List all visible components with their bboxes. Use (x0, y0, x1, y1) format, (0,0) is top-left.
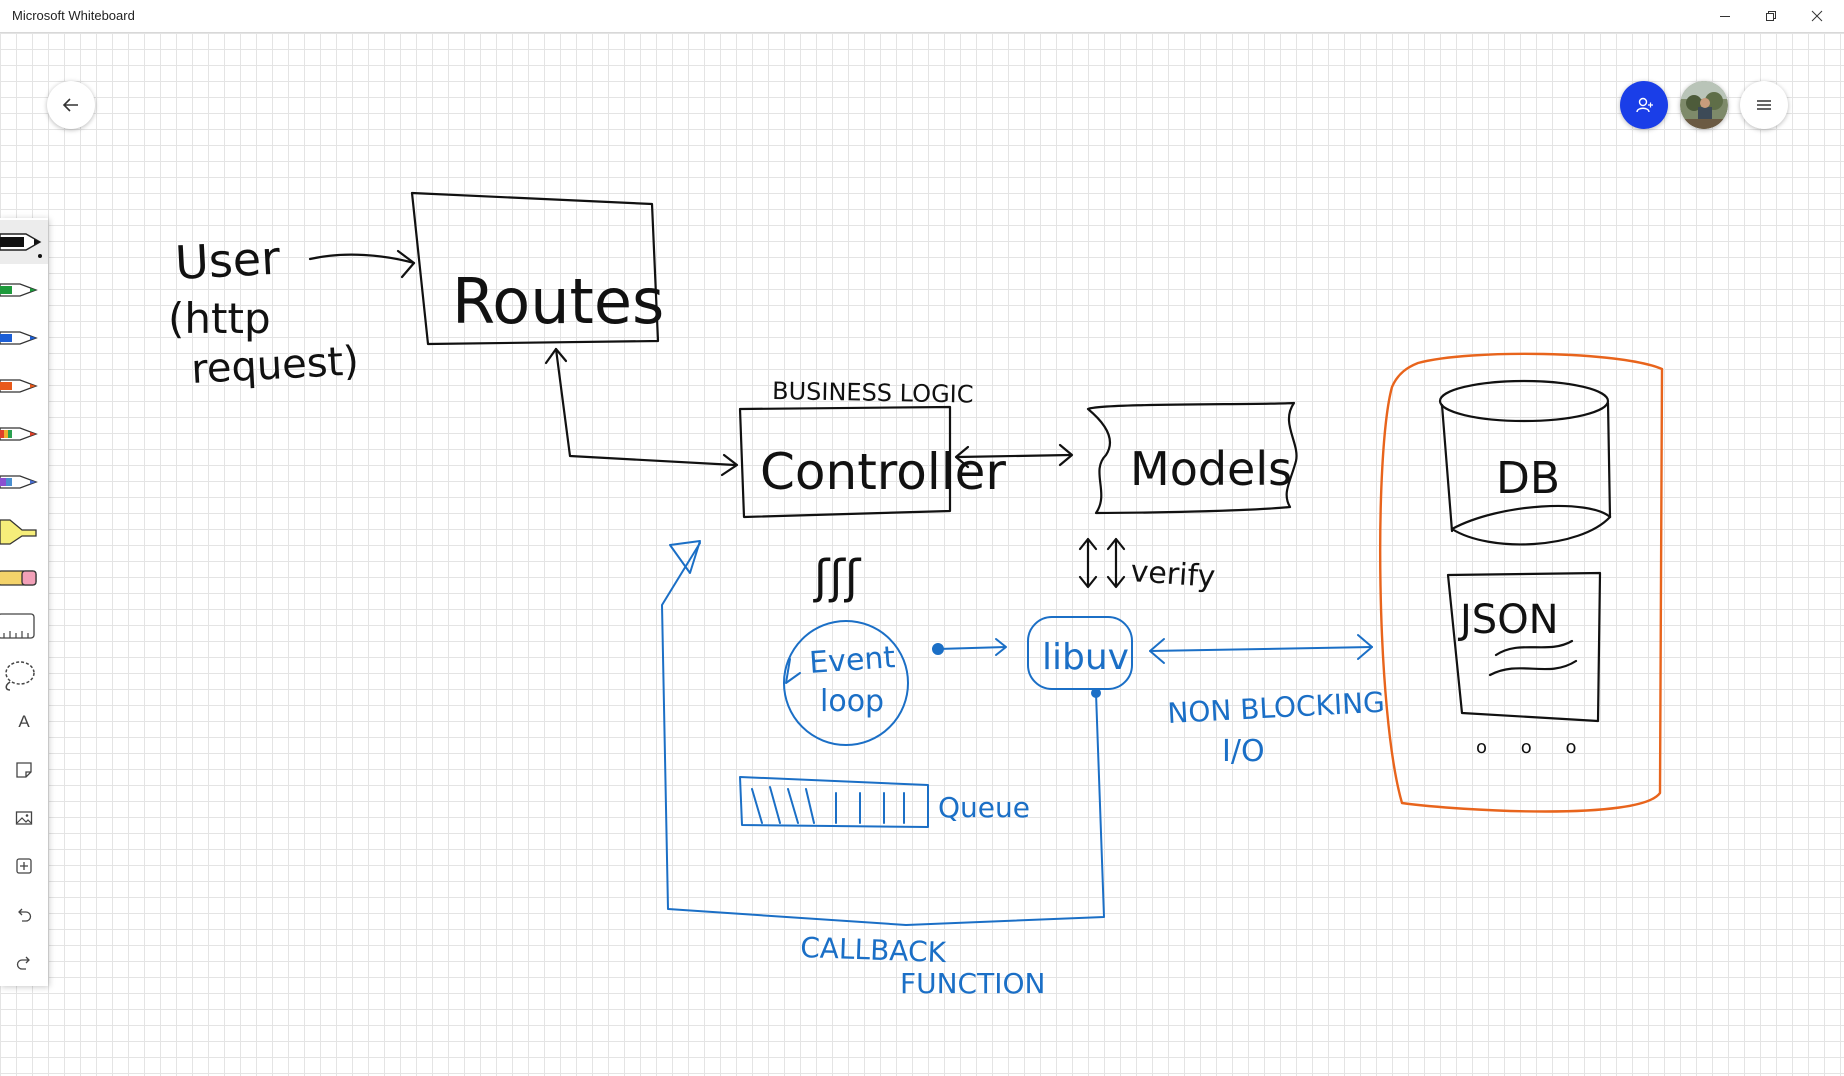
back-button[interactable] (47, 81, 95, 129)
highlighter-tool[interactable] (0, 508, 48, 552)
json-label: JSON (1457, 597, 1559, 643)
image-tool[interactable] (0, 796, 48, 840)
db-label: DB (1496, 453, 1560, 504)
avatar[interactable] (1680, 81, 1728, 129)
io-label: I/O (1222, 734, 1265, 769)
whiteboard-canvas[interactable]: A (0, 33, 1844, 1076)
redo-button[interactable] (0, 940, 48, 984)
queue-box (739, 776, 929, 828)
http-label-1: (http (168, 294, 271, 343)
ruler-icon (0, 613, 35, 639)
pen-orange-tool[interactable] (0, 364, 48, 408)
models-label: Models (1130, 442, 1292, 496)
function-label: FUNCTION (900, 967, 1045, 1000)
minimize-icon (1720, 16, 1730, 17)
db-top (1438, 379, 1610, 423)
arrow-left-icon (62, 98, 78, 112)
callback-arrowhead (669, 540, 701, 574)
restore-button[interactable] (1748, 0, 1794, 32)
pen-green-icon (0, 283, 38, 297)
verify-arrow-1 (1078, 537, 1098, 589)
http-label-2: request) (190, 338, 360, 393)
redo-icon (16, 956, 30, 970)
routes-box (410, 191, 660, 346)
loop-label: loop (820, 684, 884, 719)
nonblocking-arrow (1149, 646, 1373, 652)
restore-icon (1766, 11, 1776, 21)
controller-box (738, 405, 952, 519)
lasso-tool[interactable] (0, 652, 48, 696)
queue-label: Queue (938, 791, 1030, 824)
libuv-box (1027, 616, 1133, 690)
text-tool[interactable]: A (0, 700, 48, 744)
event-label: Event (808, 640, 896, 681)
callback-loop (661, 542, 1105, 926)
undo-button[interactable] (0, 892, 48, 936)
user-to-routes-arrow (308, 253, 416, 265)
sticky-note-tool[interactable] (0, 748, 48, 792)
pen-rainbow-tool[interactable] (0, 412, 48, 456)
controller-models-arrow (956, 453, 1072, 459)
pen-black-tool[interactable] (0, 220, 48, 264)
pen-orange-icon (0, 379, 38, 393)
title-bar: Microsoft Whiteboard (0, 0, 1844, 33)
user-photo-avatar (1680, 81, 1728, 129)
user-label: User (174, 231, 282, 290)
close-button[interactable] (1794, 0, 1840, 32)
controller-label: Controller (760, 443, 1006, 501)
image-icon (15, 811, 33, 825)
libuv-label: libuv (1042, 637, 1129, 678)
add-content-tool[interactable] (0, 844, 48, 888)
pen-rainbow-icon (0, 427, 38, 441)
ruler-tool[interactable] (0, 604, 48, 648)
queue-filled-slots (751, 786, 815, 824)
highlighter-icon (0, 519, 37, 545)
pen-black-icon (0, 233, 42, 258)
sticky-note-icon (16, 762, 32, 778)
menu-button[interactable] (1740, 81, 1788, 129)
non-blocking-label: NON BLOCKING (1167, 686, 1386, 730)
minimize-button[interactable] (1702, 0, 1748, 32)
db-sides (1440, 401, 1612, 533)
text-icon: A (18, 712, 30, 731)
data-store-container (1378, 352, 1664, 813)
squiggle-glyphs: ʃʃʃ (813, 550, 862, 604)
pen-blue-tool[interactable] (0, 316, 48, 360)
pen-green-tool[interactable] (0, 268, 48, 312)
verify-label: verify (1129, 554, 1216, 595)
pen-galaxy-tool[interactable] (0, 460, 48, 504)
ellipsis-dots: o o o (1476, 737, 1590, 758)
json-box (1446, 571, 1602, 723)
invite-button[interactable] (1620, 81, 1668, 129)
app-title: Microsoft Whiteboard (12, 8, 135, 23)
routes-controller-connector (554, 347, 737, 467)
models-box (1086, 401, 1298, 515)
person-add-icon (1636, 97, 1653, 113)
ink-diagram[interactable]: User (http request) Routes BUSINESS LOGI… (0, 33, 1844, 1076)
eraser-icon (0, 570, 37, 586)
eventloop-libuv-arrow (937, 638, 1007, 656)
routes-label: Routes (452, 265, 664, 338)
callback-label: CALLBACK (800, 931, 947, 969)
pen-galaxy-icon (0, 475, 38, 489)
eraser-tool[interactable] (0, 556, 48, 600)
add-content-icon (16, 858, 32, 874)
business-logic-label: BUSINESS LOGIC (772, 377, 974, 409)
event-loop-circle (783, 620, 909, 746)
hamburger-menu-icon (1757, 100, 1771, 110)
pen-blue-icon (0, 331, 38, 345)
verify-arrow-2 (1106, 537, 1126, 589)
close-icon (1811, 10, 1823, 22)
inking-toolbar: A (0, 218, 48, 986)
undo-icon (18, 908, 32, 922)
lasso-select-icon (5, 661, 35, 691)
